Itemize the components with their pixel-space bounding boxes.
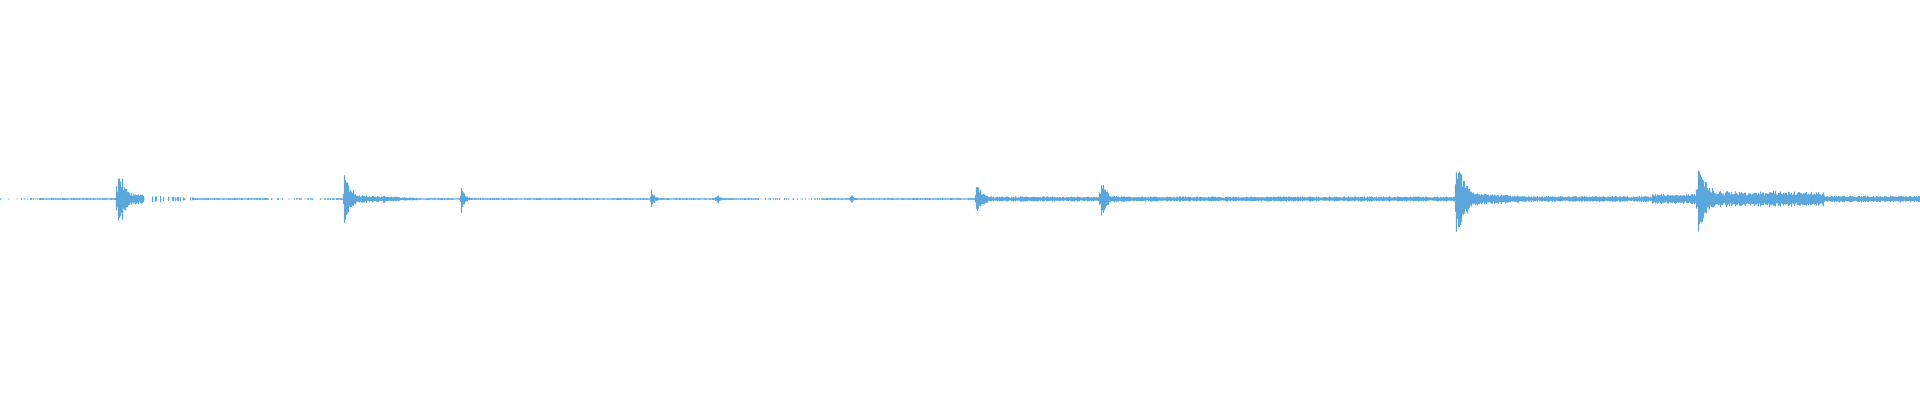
waveform-trace — [0, 170, 1920, 232]
